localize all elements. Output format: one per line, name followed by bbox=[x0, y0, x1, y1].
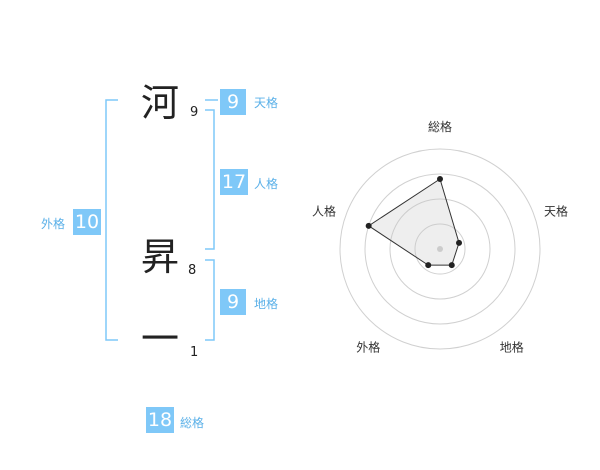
radar-ring bbox=[339, 148, 541, 350]
name-char-3: 一 bbox=[141, 317, 180, 361]
chikaku-bracket bbox=[205, 259, 215, 341]
radar-axis-label-2: 天格 bbox=[544, 203, 568, 218]
radar-point-1 bbox=[437, 176, 443, 182]
radar-axis-label-4: 外格 bbox=[356, 340, 380, 355]
radar-point-5 bbox=[365, 222, 372, 229]
stroke-count-3: 1 bbox=[190, 345, 199, 360]
soukaku-label: 総格 bbox=[180, 416, 205, 430]
stroke-count-2: 8 bbox=[188, 263, 197, 278]
radar-point-2 bbox=[456, 239, 463, 246]
gaikaku-value: 10 bbox=[73, 209, 101, 235]
jinkaku-bracket bbox=[205, 109, 215, 250]
radar-axis-label-1: 総格 bbox=[428, 119, 452, 134]
tenkaku-value: 9 bbox=[220, 89, 246, 115]
gaikaku-bracket bbox=[105, 99, 118, 341]
name-char-2: 昇 bbox=[141, 235, 180, 279]
chikaku-label: 地格 bbox=[254, 297, 279, 311]
stroke-count-1: 9 bbox=[190, 105, 199, 120]
radar-axis-label-3: 地格 bbox=[500, 340, 524, 355]
radar-ring bbox=[389, 198, 491, 300]
gaikaku-label: 外格 bbox=[41, 217, 66, 231]
radar-polygon bbox=[367, 178, 460, 266]
soukaku-value: 18 bbox=[146, 407, 174, 433]
chikaku-value: 9 bbox=[220, 289, 246, 315]
brackets bbox=[105, 99, 218, 341]
name-char-1: 河 bbox=[141, 81, 180, 125]
jinkaku-value: 17 bbox=[220, 169, 248, 195]
radar-point-4 bbox=[425, 262, 432, 269]
radar-ring bbox=[364, 173, 516, 325]
radar-point-3 bbox=[448, 262, 455, 269]
tenkaku-label: 天格 bbox=[254, 96, 279, 110]
radar-ring bbox=[414, 223, 466, 275]
jinkaku-label: 人格 bbox=[254, 177, 279, 191]
radar-axis-label-5: 人格 bbox=[312, 203, 336, 218]
radar-center-dot bbox=[437, 246, 443, 252]
